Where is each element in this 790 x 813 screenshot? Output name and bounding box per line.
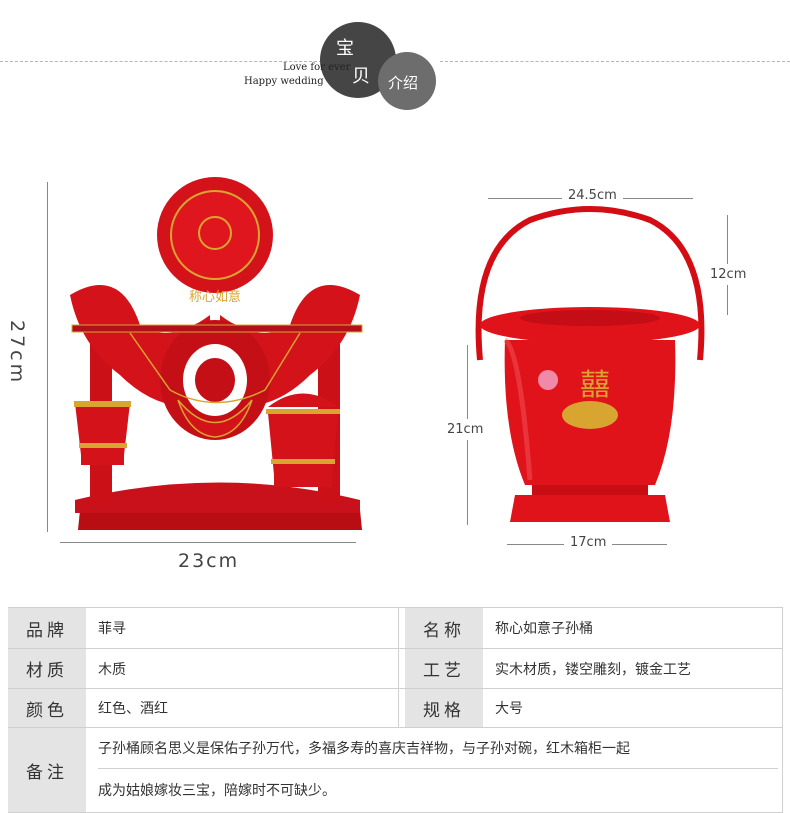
header-divider-right bbox=[440, 61, 790, 62]
spec-label: 材质 bbox=[8, 649, 86, 688]
plate-inscription: 称心如意 bbox=[189, 289, 241, 305]
header-divider-left bbox=[0, 61, 322, 62]
header-subtitle: 介绍 bbox=[388, 74, 419, 92]
spec-label: 工艺 bbox=[405, 649, 483, 688]
right-handle-label: 12cm bbox=[710, 264, 747, 285]
spec-value: 实木材质，镂空雕刻，镀金工艺 bbox=[495, 661, 691, 678]
spec-label: 规格 bbox=[405, 689, 483, 727]
spec-value: 菲寻 bbox=[98, 621, 126, 637]
spec-label: 颜色 bbox=[8, 689, 86, 727]
notes-label: 备注 bbox=[8, 728, 86, 812]
right-height-label: 21cm bbox=[447, 419, 484, 440]
header-tagline-2: Happy wedding bbox=[244, 76, 324, 87]
left-height-line bbox=[47, 182, 48, 532]
spec-row: 品牌 菲寻 名称 称心如意子孙桶 bbox=[8, 608, 783, 649]
spec-notes-row: 备注 子孙桶顾名思义是保佑子孙万代，多福多寿的喜庆吉祥物，与子孙对碗，红木箱柜一… bbox=[8, 728, 783, 813]
header-title-char-1: 宝 bbox=[336, 38, 354, 59]
left-width-line bbox=[60, 542, 356, 543]
left-width-label: 23cm bbox=[178, 550, 240, 572]
header-circle-grey bbox=[378, 52, 436, 110]
red-bucket-image: 囍 bbox=[475, 206, 705, 522]
spec-value: 大号 bbox=[495, 701, 523, 717]
spec-row: 材质 木质 工艺 实木材质，镂空雕刻，镀金工艺 bbox=[8, 649, 783, 689]
notes-line-1: 子孙桶顾名思义是保佑子孙万代，多福多寿的喜庆吉祥物，与子孙对碗，红木箱柜一起 bbox=[98, 728, 778, 769]
spec-value: 木质 bbox=[98, 661, 126, 678]
spec-label: 品牌 bbox=[8, 608, 86, 648]
carved-stand-image: 称心如意 bbox=[70, 177, 363, 530]
spec-value: 红色、酒红 bbox=[98, 701, 168, 717]
right-base-label: 17cm bbox=[564, 535, 613, 550]
right-width-label: 24.5cm bbox=[562, 188, 623, 203]
header-tagline-1: Love for ever bbox=[283, 62, 351, 73]
notes-line-2: 成为姑娘嫁妆三宝，陪嫁时不可缺少。 bbox=[98, 783, 336, 799]
spec-table: 品牌 菲寻 名称 称心如意子孙桶 材质 木质 工艺 实木材质，镂空雕刻，镀金工艺… bbox=[8, 607, 783, 813]
bucket-emblem: 囍 bbox=[580, 368, 610, 403]
spec-row: 颜色 红色、酒红 规格 大号 bbox=[8, 689, 783, 728]
header-title-char-2: 贝 bbox=[352, 66, 370, 87]
left-height-label: 27cm bbox=[6, 320, 28, 386]
spec-label: 名称 bbox=[405, 608, 483, 648]
spec-value: 称心如意子孙桶 bbox=[495, 621, 593, 637]
